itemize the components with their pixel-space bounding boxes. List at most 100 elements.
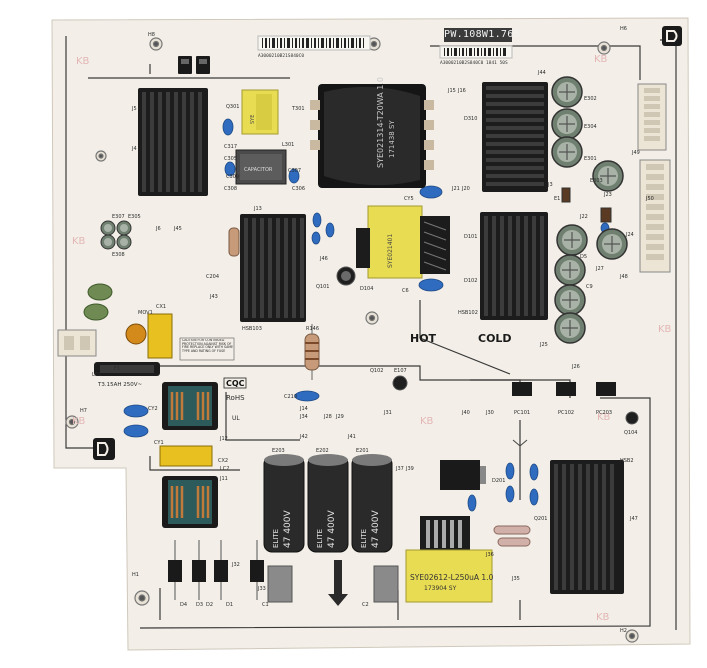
heatsink-bottom-right <box>550 460 624 594</box>
svg-text:J22: J22 <box>579 214 588 220</box>
svg-text:Q102: Q102 <box>370 368 383 374</box>
svg-text:J16: J16 <box>457 88 466 94</box>
electrolytic-caps-mid-right <box>554 224 628 344</box>
svg-text:CY5: CY5 <box>404 196 414 202</box>
heatsink-mid-right <box>480 212 548 320</box>
warning-text: CAUTION FOR CONTINUED PROTECTION AGAINST… <box>182 339 234 353</box>
svg-text:E202: E202 <box>316 448 329 454</box>
small-electrolytic-center <box>336 266 356 286</box>
svg-text:L301: L301 <box>282 142 294 148</box>
svg-text:LC2: LC2 <box>220 466 229 472</box>
svg-text:J50: J50 <box>645 196 654 202</box>
svg-text:CX2: CX2 <box>218 458 228 464</box>
transformer-bottom: SYE02612-L250uA 1.0 173904 SY <box>405 516 494 603</box>
svg-text:J25: J25 <box>539 342 548 348</box>
bulk-caps: 47 400V ELITE 47 400V ELITE 47 400V ELIT… <box>263 454 393 553</box>
svg-text:J43: J43 <box>209 294 218 300</box>
svg-text:J30: J30 <box>485 410 494 416</box>
svg-text:HSB102: HSB102 <box>458 310 478 316</box>
svg-text:C305: C305 <box>224 156 237 162</box>
heatsink-top-left <box>138 88 208 196</box>
svg-text:PC102: PC102 <box>558 410 574 416</box>
svg-text:C307: C307 <box>288 168 301 174</box>
svg-text:C2: C2 <box>362 602 369 608</box>
svg-text:H1: H1 <box>132 572 139 578</box>
svg-text:A3000210B21S840C0: A3000210B21S840C0 <box>258 53 304 59</box>
svg-text:J46: J46 <box>319 256 328 262</box>
svg-text:E303: E303 <box>590 178 603 184</box>
svg-text:C204: C204 <box>206 274 219 280</box>
svg-text:J31: J31 <box>383 410 392 416</box>
model-code-label: PW.108W1.765 <box>444 28 520 42</box>
svg-text:E1: E1 <box>554 196 560 202</box>
silkscreen-refs: H8 H6 H7 H2 H1 T301 J15 J16 Q301 C317 C3… <box>80 26 654 634</box>
common-mode-choke-2 <box>162 476 218 528</box>
brand-logo <box>662 26 682 46</box>
svg-text:Q201: Q201 <box>534 516 547 522</box>
resistor-center <box>304 324 320 380</box>
choke-grey: CAPACITOR <box>235 149 287 185</box>
svg-text:E307: E307 <box>112 214 125 220</box>
svg-text:CQC: CQC <box>226 379 245 388</box>
svg-text:E302: E302 <box>584 96 597 102</box>
svg-text:CY2: CY2 <box>148 406 158 412</box>
cap-e107 <box>392 375 408 391</box>
barcode-sticker: A3000210B21S840C0 <box>257 35 371 59</box>
svg-text:171438 SY: 171438 SY <box>388 120 396 158</box>
connector-right-main <box>639 159 671 273</box>
svg-text:J36: J36 <box>485 552 494 558</box>
svg-text:SYE021314-T20WA 1.0: SYE021314-T20WA 1.0 <box>376 77 385 168</box>
svg-text:D2: D2 <box>206 602 213 608</box>
transformer-mid: SYE021401 <box>356 205 450 279</box>
zener-mark <box>512 439 528 447</box>
svg-text:J45: J45 <box>173 226 182 232</box>
svg-text:LC1: LC1 <box>92 372 101 378</box>
svg-text:E107: E107 <box>394 368 407 374</box>
svg-text:F1: F1 <box>114 366 120 372</box>
svg-text:J41: J41 <box>347 434 356 440</box>
svg-text:KB: KB <box>597 412 611 423</box>
resistors-pink <box>493 525 531 547</box>
svg-text:ELITE: ELITE <box>272 529 280 548</box>
svg-text:KB: KB <box>596 612 610 623</box>
svg-text:J32: J32 <box>231 562 240 568</box>
svg-text:D104: D104 <box>360 286 373 292</box>
svg-text:J11: J11 <box>219 476 228 482</box>
warning-box: CAUTION FOR CONTINUED PROTECTION AGAINST… <box>179 337 235 361</box>
svg-text:J5: J5 <box>131 106 137 112</box>
heatsink-center <box>240 214 306 322</box>
svg-text:D1: D1 <box>226 602 233 608</box>
svg-text:HSB2: HSB2 <box>620 458 634 464</box>
heatsink-top-right <box>482 82 548 192</box>
svg-text:UL: UL <box>232 415 240 422</box>
bulk-cap-2: 47 400V ELITE <box>307 454 349 553</box>
svg-text:D201: D201 <box>492 478 505 484</box>
svg-text:J23: J23 <box>603 192 612 198</box>
svg-text:PC101: PC101 <box>514 410 530 416</box>
svg-text:J44: J44 <box>537 70 546 76</box>
svg-text:T301: T301 <box>291 106 305 112</box>
svg-text:R146: R146 <box>306 326 319 332</box>
svg-text:J27: J27 <box>595 266 604 272</box>
svg-text:C6: C6 <box>402 288 409 294</box>
inductor-yellow-small: SYE <box>241 89 279 135</box>
svg-text:C306: C306 <box>292 186 305 192</box>
svg-text:ELITE: ELITE <box>316 529 324 548</box>
svg-text:H8: H8 <box>148 32 155 38</box>
svg-text:47 400V: 47 400V <box>327 510 337 548</box>
svg-text:E308: E308 <box>112 252 125 258</box>
svg-text:KB: KB <box>658 324 672 335</box>
svg-text:J4: J4 <box>131 146 137 152</box>
svg-text:C1: C1 <box>262 602 269 608</box>
svg-text:T3.15AH 250V~: T3.15AH 250V~ <box>97 382 143 388</box>
svg-text:C309: C309 <box>226 174 239 180</box>
svg-text:Q104: Q104 <box>624 430 637 436</box>
svg-text:SYE02612-L250uA 1.0: SYE02612-L250uA 1.0 <box>410 573 494 582</box>
svg-text:KB: KB <box>72 236 86 247</box>
bridge-diodes <box>168 540 264 600</box>
svg-text:KB: KB <box>594 54 608 65</box>
svg-text:D102: D102 <box>464 278 477 284</box>
svg-text:J47: J47 <box>629 516 638 522</box>
svg-text:CAPACITOR: CAPACITOR <box>244 167 273 173</box>
